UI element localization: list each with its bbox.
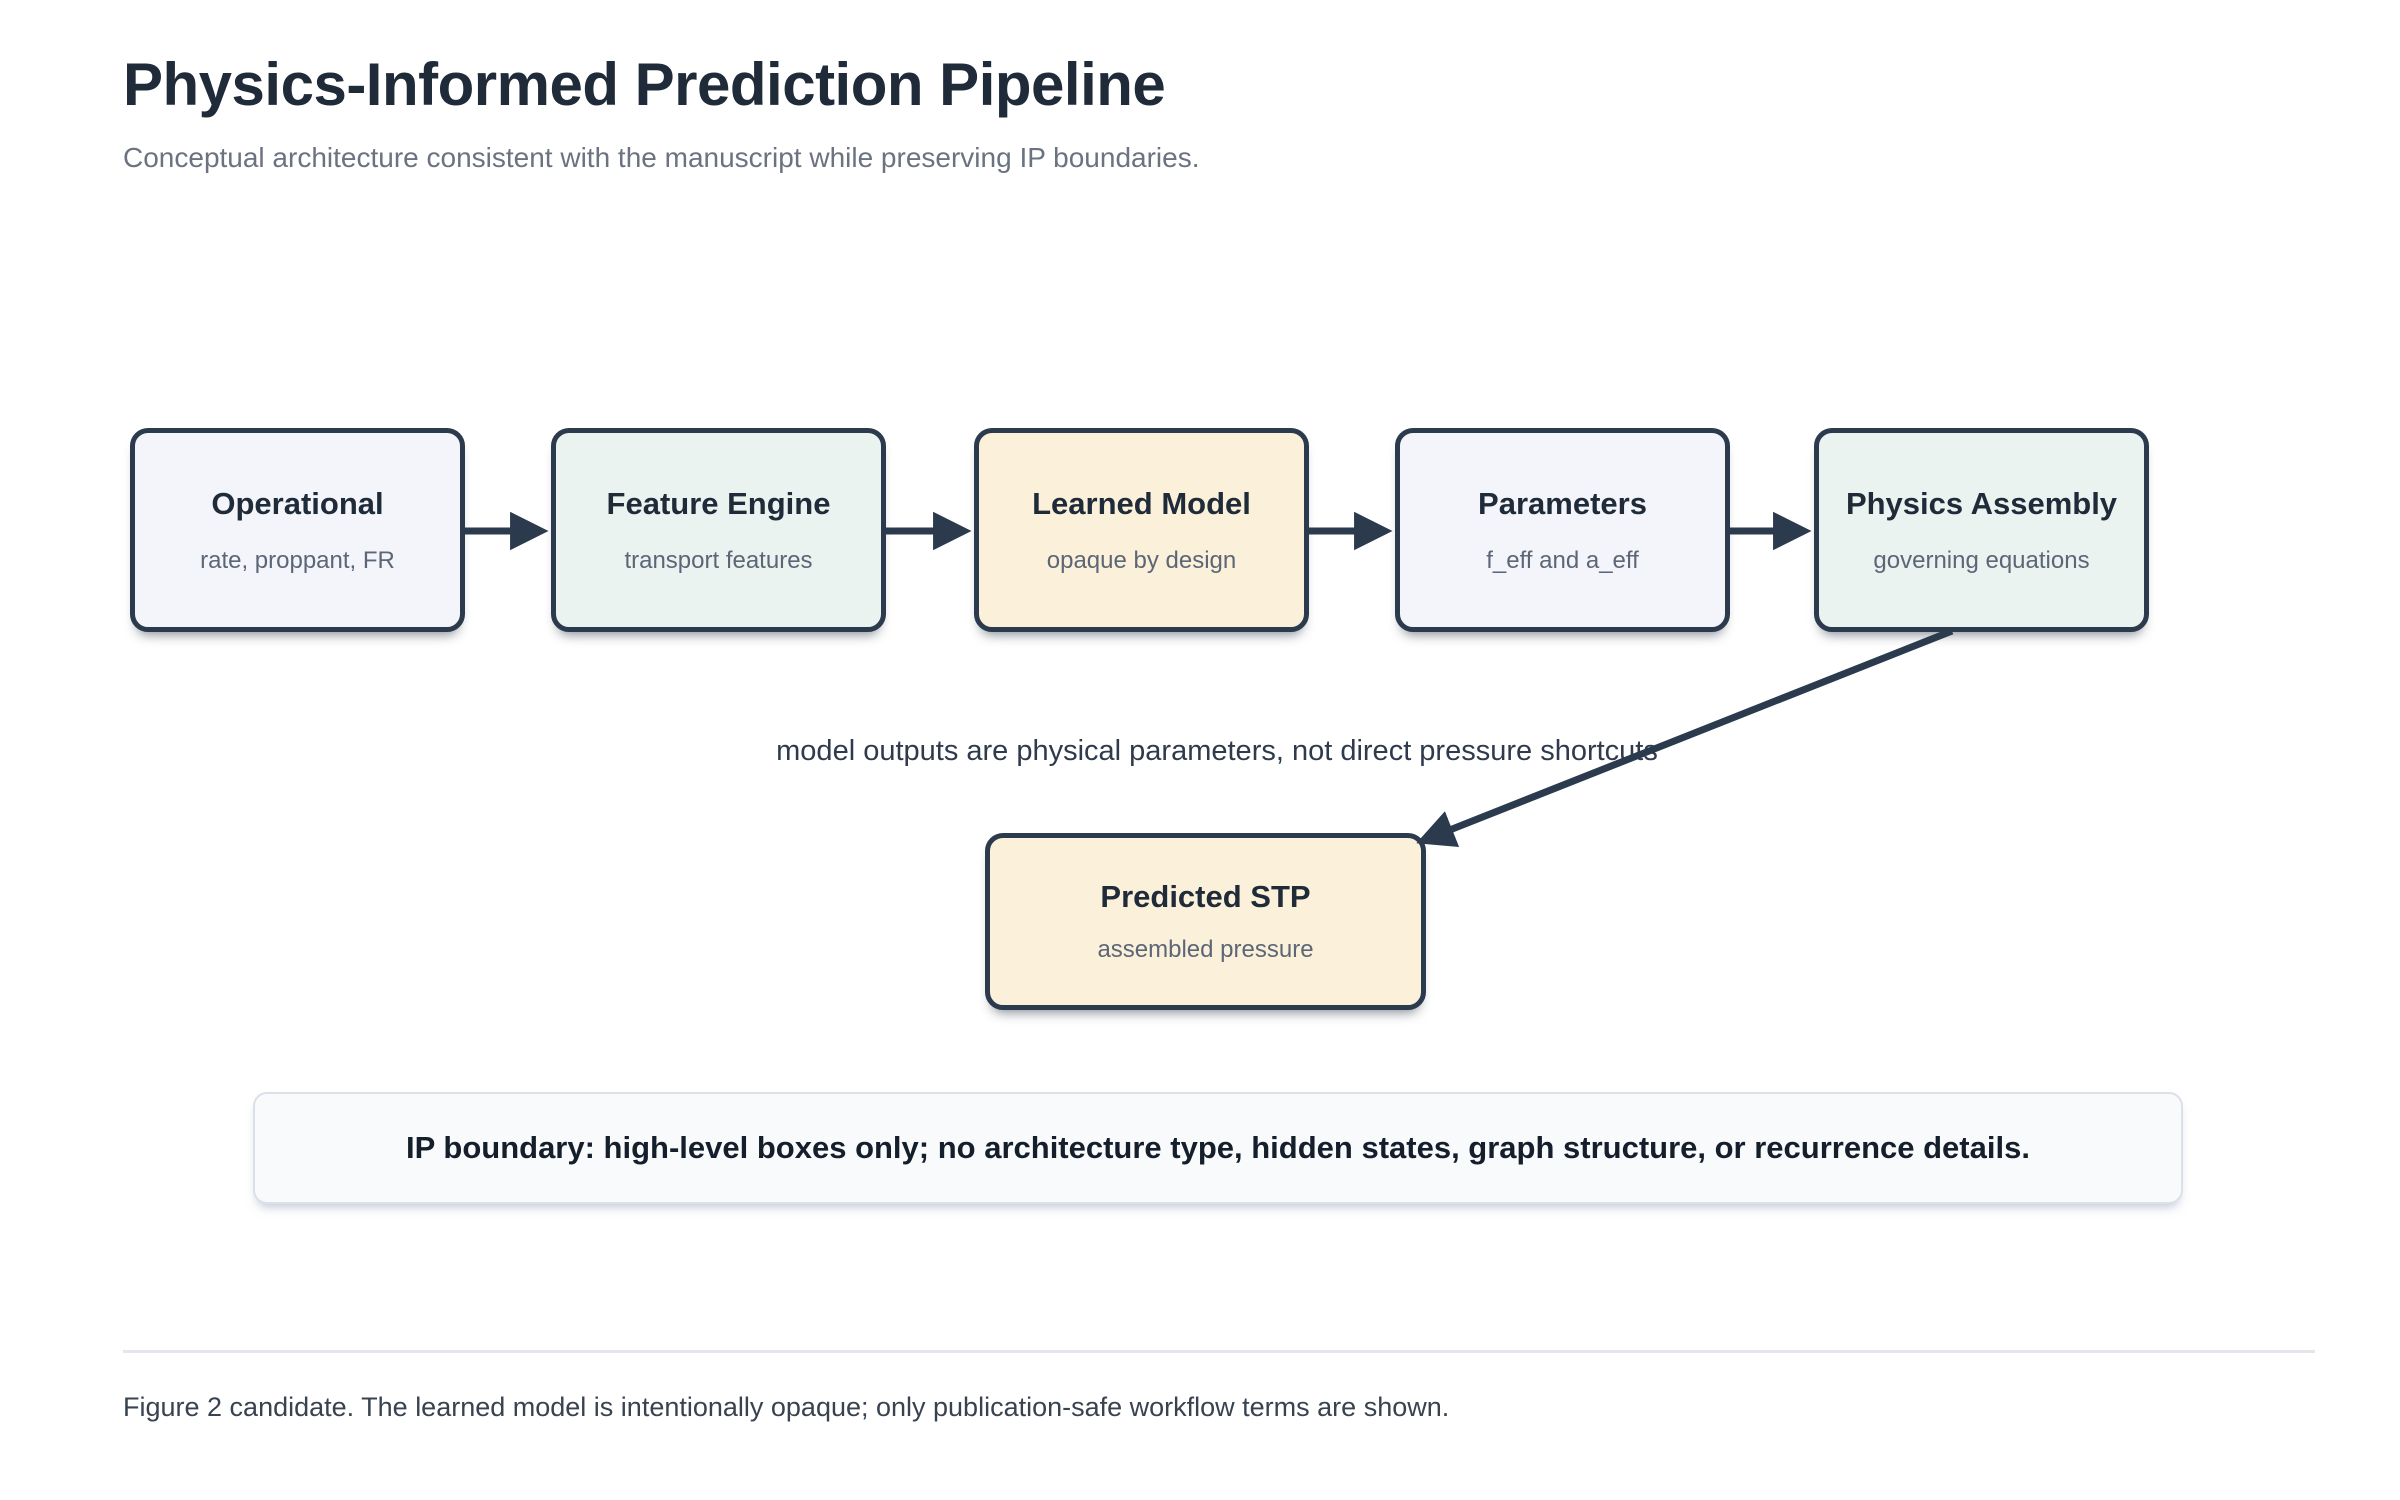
node-label: Physics Assembly — [1845, 485, 2118, 521]
node-sublabel: assembled pressure — [1097, 936, 1314, 963]
node-label: Learned Model — [1032, 485, 1251, 521]
figure-caption: Figure 2 candidate. The learned model is… — [123, 1392, 1450, 1422]
ip-boundary-note: IP boundary: high-level boxes only; no a… — [253, 1092, 2183, 1204]
node-sublabel: governing equations — [1873, 546, 2090, 574]
node-label: Feature Engine — [606, 485, 831, 521]
edge-annotation: model outputs are physical parameters, n… — [776, 735, 1658, 767]
flow-node-predicted-stp: Predicted STP assembled pressure — [985, 833, 1426, 1010]
flow-node-feature-engine: Feature Engine transport features — [551, 428, 886, 632]
node-sublabel: transport features — [624, 546, 813, 574]
flow-node-parameters: Parameters f_eff and a_eff — [1395, 428, 1730, 632]
flow-node-physics-assembly: Physics Assembly governing equations — [1814, 428, 2149, 632]
flow-node-operational: Operational rate, proppant, FR — [130, 428, 465, 632]
page-title: Physics-Informed Prediction Pipeline — [123, 51, 1166, 118]
flow-node-learned-model: Learned Model opaque by design — [974, 428, 1309, 632]
node-sublabel: rate, proppant, FR — [200, 546, 395, 574]
ip-boundary-note-text: IP boundary: high-level boxes only; no a… — [406, 1130, 2030, 1165]
page-subtitle: Conceptual architecture consistent with … — [123, 142, 1200, 173]
node-label: Parameters — [1478, 485, 1647, 521]
node-sublabel: opaque by design — [1046, 546, 1237, 574]
footer-divider — [123, 1350, 2315, 1353]
node-sublabel: f_eff and a_eff — [1486, 546, 1639, 574]
node-label: Predicted STP — [1100, 879, 1311, 914]
node-label: Operational — [211, 485, 384, 521]
